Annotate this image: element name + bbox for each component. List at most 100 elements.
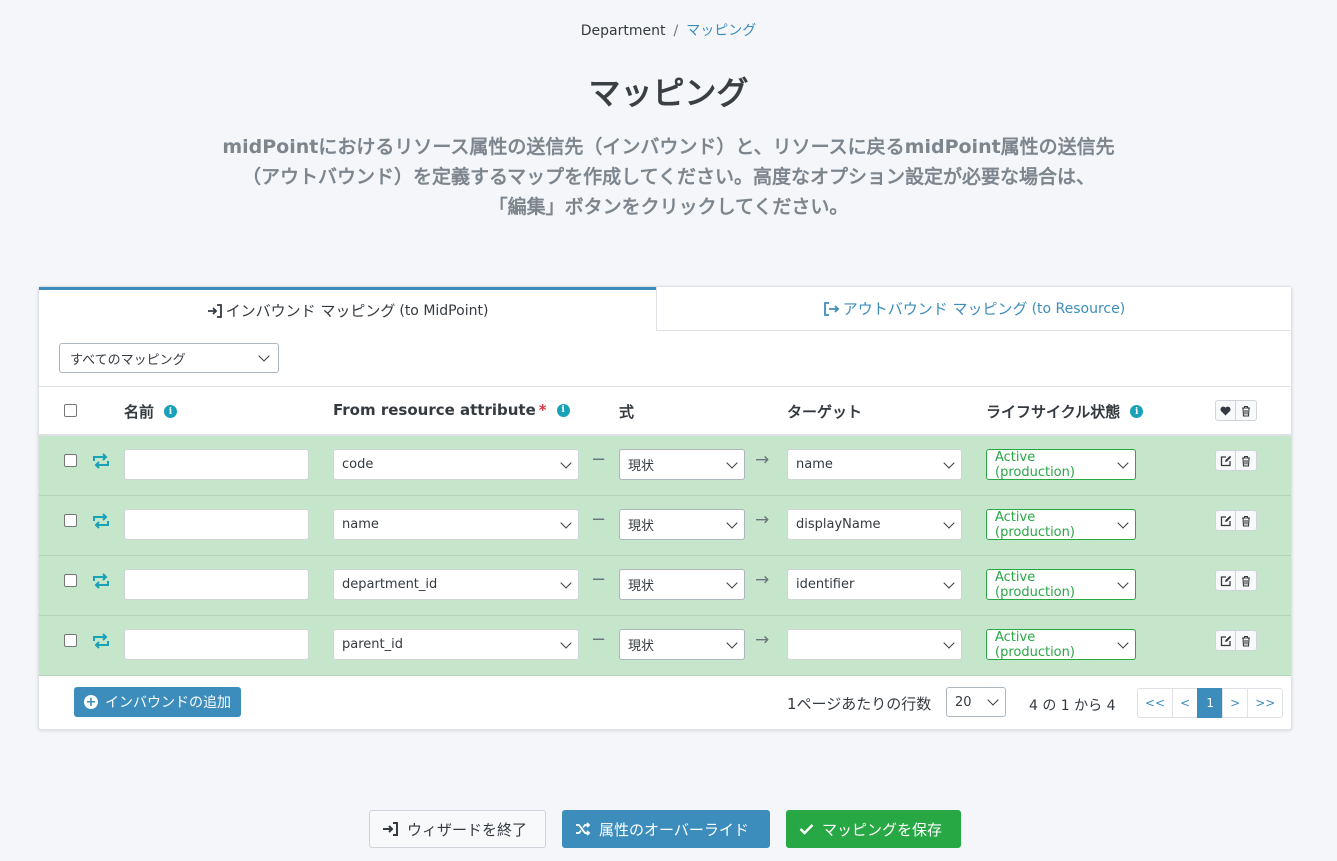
attribute-override-button[interactable]: 属性のオーバーライド	[562, 810, 770, 848]
edit-button[interactable]	[1215, 510, 1236, 531]
expression-select[interactable]: 現状	[619, 569, 745, 600]
page-next-button[interactable]: >	[1222, 688, 1249, 718]
trash-icon	[1242, 635, 1250, 647]
edit-icon	[1220, 635, 1231, 646]
lifecycle-select[interactable]: Active (production)	[986, 509, 1136, 540]
table-row: name − 現状 → displayName Active (producti…	[39, 496, 1291, 556]
source-attribute-select[interactable]: name	[333, 509, 579, 540]
sync-icon[interactable]	[91, 632, 111, 650]
expression-select[interactable]: 現状	[619, 509, 745, 540]
target-value: identifier	[796, 577, 855, 592]
lifecycle-select[interactable]: Active (production)	[986, 569, 1136, 600]
tab-inbound-suffix: (to MidPoint)	[399, 302, 489, 319]
info-icon[interactable]: i	[556, 403, 570, 417]
delete-all-button[interactable]	[1236, 400, 1257, 421]
page-1-button[interactable]: 1	[1197, 688, 1224, 718]
lifecycle-value: Active (production)	[995, 449, 1075, 480]
edit-button[interactable]	[1215, 630, 1236, 651]
chevron-down-icon	[1117, 576, 1129, 589]
chevron-down-icon	[560, 576, 572, 589]
source-attribute-value: parent_id	[342, 637, 403, 652]
table-row: code − 現状 → name Active (production)	[39, 436, 1291, 496]
lifecycle-select[interactable]: Active (production)	[986, 449, 1136, 480]
edit-button[interactable]	[1215, 450, 1236, 471]
tab-outbound-label: アウトバウンド マッピング	[842, 300, 1028, 318]
expression-select[interactable]: 現状	[619, 449, 745, 480]
dash-separator: −	[591, 629, 607, 650]
row-checkbox[interactable]	[64, 574, 77, 587]
trash-icon	[1242, 515, 1250, 527]
mapping-name-input[interactable]	[124, 569, 309, 600]
expression-value: 現状	[628, 519, 655, 534]
row-checkbox[interactable]	[64, 634, 77, 647]
info-icon[interactable]: i	[164, 405, 178, 418]
column-header-target: ターゲット	[787, 401, 862, 422]
expression-select[interactable]: 現状	[619, 629, 745, 660]
heart-button[interactable]	[1215, 400, 1236, 421]
info-icon[interactable]: i	[1130, 405, 1144, 418]
edit-icon	[1220, 515, 1231, 526]
page-prev-button[interactable]: <	[1172, 688, 1199, 718]
mapping-filter-value: すべてのマッピング	[70, 352, 186, 368]
target-select[interactable]	[787, 629, 962, 660]
target-select[interactable]: identifier	[787, 569, 962, 600]
add-inbound-label: インバウンドの追加	[105, 695, 231, 711]
breadcrumb-parent[interactable]: Department	[580, 23, 666, 39]
delete-button[interactable]	[1236, 570, 1257, 591]
page-last-button[interactable]: >>	[1247, 688, 1284, 718]
sign-in-icon	[383, 822, 398, 836]
dash-separator: −	[591, 509, 607, 530]
mapping-filter-select[interactable]: すべてのマッピング	[59, 343, 279, 373]
add-inbound-button[interactable]: + インバウンドの追加	[74, 687, 241, 717]
exit-wizard-button[interactable]: ウィザードを終了	[369, 810, 546, 848]
source-attribute-value: name	[342, 517, 379, 532]
target-select[interactable]: name	[787, 449, 962, 480]
delete-button[interactable]	[1236, 630, 1257, 651]
lifecycle-select[interactable]: Active (production)	[986, 629, 1136, 660]
tab-outbound[interactable]: アウトバウンド マッピング (to Resource)	[656, 287, 1291, 331]
tab-inbound[interactable]: インバウンド マッピング (to MidPoint)	[39, 287, 656, 331]
chevron-down-icon	[943, 456, 955, 469]
sync-icon[interactable]	[91, 452, 111, 470]
expression-value: 現状	[628, 579, 655, 594]
sign-out-icon	[823, 301, 840, 316]
delete-button[interactable]	[1236, 450, 1257, 471]
lifecycle-value: Active (production)	[995, 629, 1075, 660]
plus-circle-icon: +	[84, 694, 98, 710]
column-header-target-label: ターゲット	[787, 403, 863, 421]
expression-value: 現状	[628, 459, 655, 474]
chevron-down-icon	[726, 516, 738, 529]
mapping-name-input[interactable]	[124, 449, 309, 480]
sign-in-icon	[207, 303, 222, 318]
mapping-name-input[interactable]	[124, 509, 309, 540]
sync-icon[interactable]	[91, 572, 111, 590]
column-header-name-label: 名前	[124, 403, 155, 421]
chevron-down-icon	[943, 636, 955, 649]
rows-per-page-value: 20	[955, 694, 972, 710]
chevron-down-icon	[560, 636, 572, 649]
source-attribute-select[interactable]: parent_id	[333, 629, 579, 660]
mapping-name-input[interactable]	[124, 629, 309, 660]
row-checkbox[interactable]	[64, 454, 77, 467]
tab-inbound-label: インバウンド マッピング	[225, 302, 396, 320]
breadcrumb-current[interactable]: マッピング	[686, 23, 757, 39]
page-first-button[interactable]: <<	[1137, 688, 1174, 718]
row-actions	[1215, 450, 1257, 471]
target-select[interactable]: displayName	[787, 509, 962, 540]
lifecycle-value: Active (production)	[995, 509, 1075, 540]
select-all-checkbox[interactable]	[64, 404, 77, 417]
sync-icon[interactable]	[91, 512, 111, 530]
chevron-down-icon	[726, 576, 738, 589]
source-attribute-select[interactable]: code	[333, 449, 579, 480]
column-header-expression: 式	[619, 401, 634, 422]
chevron-down-icon	[726, 636, 738, 649]
delete-button[interactable]	[1236, 510, 1257, 531]
rows-per-page-select[interactable]: 20	[946, 687, 1006, 717]
chevron-down-icon	[560, 516, 572, 529]
row-checkbox[interactable]	[64, 514, 77, 527]
source-attribute-select[interactable]: department_id	[333, 569, 579, 600]
row-actions	[1215, 510, 1257, 531]
save-mapping-button[interactable]: マッピングを保存	[786, 810, 961, 848]
column-header-source: From resource attribute* i	[333, 401, 570, 419]
edit-button[interactable]	[1215, 570, 1236, 591]
